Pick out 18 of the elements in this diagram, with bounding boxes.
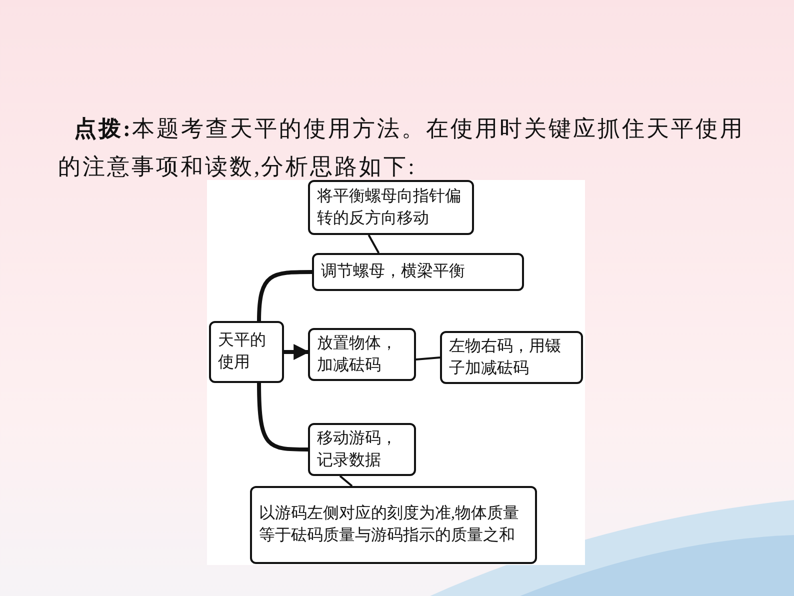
step-box: [312, 253, 524, 291]
callout-box: [440, 331, 583, 384]
callout-box: [308, 180, 474, 235]
box-text: 放置物体，加减砝码: [317, 334, 398, 376]
callout-box: [250, 486, 537, 564]
brace-line: [257, 270, 312, 322]
hint-paragraph: 点拨:本题考查天平的使用方法。在使用时关键应抓住天平使用的注意事项和读数,分析思路如下:: [58, 115, 746, 181]
brace-line: [257, 382, 308, 452]
box-text: 左物右码，用镊子加减砝码: [449, 336, 562, 378]
box-text: 将平衡螺母向指针偏转的反方向移动: [317, 186, 462, 228]
box-text: 以游码左侧对应的刻度为准,物体质量等于砝码质量与游码指示的质量之和: [259, 504, 520, 546]
step-box: [308, 423, 416, 476]
box-text: 天平的使用: [218, 331, 267, 373]
step-box: [308, 328, 416, 381]
arrow: [284, 344, 310, 360]
box-text: 调节螺母，横梁平衡: [321, 262, 465, 282]
box-text: 移动游码，记录数据: [317, 428, 398, 470]
topic-box: [209, 321, 284, 383]
